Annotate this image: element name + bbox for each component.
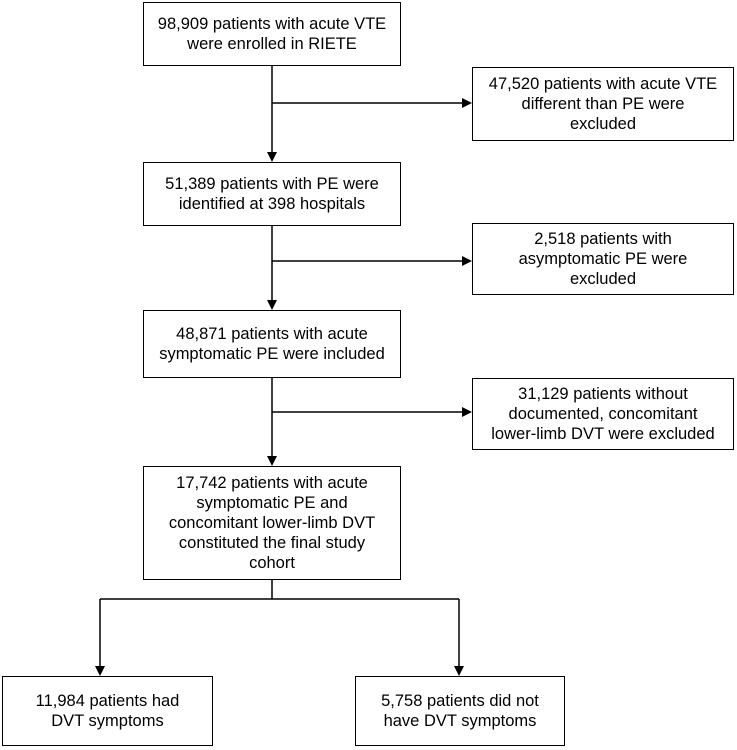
- final-cohort-box: 17,742 patients with acute symptomatic P…: [143, 466, 401, 580]
- arrowhead-dvt-symptoms: [95, 666, 105, 676]
- final-cohort-line-1: 17,742 patients with acute: [176, 474, 368, 492]
- enrolled-line-1: 98,909 patients with acute VTE: [157, 15, 387, 33]
- excluded-non-pe-line-2: different than PE were: [521, 95, 685, 113]
- final-cohort-line-2: symptomatic PE and: [196, 494, 348, 512]
- excluded-asymptomatic-line-3: excluded: [569, 270, 637, 288]
- arrowhead-exclusion-1: [462, 98, 472, 108]
- no-dvt-symptoms-line-2: have DVT symptoms: [383, 712, 537, 730]
- final-cohort-line-3: concomitant lower-limb DVT: [168, 514, 376, 532]
- excluded-no-dvt-box: 31,129 patients without documented, conc…: [472, 378, 734, 450]
- included-symptomatic-box: 48,871 patients with acute symptomatic P…: [143, 310, 401, 378]
- excluded-asymptomatic-box: 2,518 patients with asymptomatic PE were…: [472, 223, 734, 295]
- final-cohort-line-4: constituted the final study: [178, 534, 366, 552]
- dvt-symptoms-line-1: 11,984 patients had: [35, 692, 180, 710]
- excluded-asymptomatic-line-2: asymptomatic PE were: [518, 250, 688, 268]
- arrowhead-cohort: [267, 456, 277, 466]
- excluded-non-pe-line-3: excluded: [569, 115, 637, 133]
- no-dvt-symptoms-box: 5,758 patients did not have DVT symptoms: [355, 676, 565, 746]
- included-symptomatic-line-2: symptomatic PE were included: [159, 345, 385, 363]
- excluded-no-dvt-line-3: lower-limb DVT were excluded: [491, 425, 715, 443]
- excluded-no-dvt-line-1: 31,129 patients without: [518, 385, 688, 403]
- identified-pe-line-1: 51,389 patients with PE were: [165, 175, 379, 193]
- enrolled-line-2: were enrolled in RIETE: [187, 35, 357, 53]
- arrowhead-identified: [267, 152, 277, 162]
- excluded-no-dvt-line-2: documented, concomitant: [508, 405, 698, 423]
- final-cohort-line-5: cohort: [249, 554, 295, 572]
- dvt-symptoms-box: 11,984 patients had DVT symptoms: [2, 676, 213, 746]
- arrowhead-no-dvt-symptoms: [454, 666, 464, 676]
- excluded-non-pe-box: 47,520 patients with acute VTE different…: [472, 67, 734, 141]
- identified-pe-box: 51,389 patients with PE were identified …: [143, 162, 401, 226]
- arrowhead-exclusion-2: [462, 256, 472, 266]
- excluded-asymptomatic-line-1: 2,518 patients with: [534, 230, 672, 248]
- dvt-symptoms-line-2: DVT symptoms: [51, 712, 164, 730]
- arrowhead-included: [267, 300, 277, 310]
- no-dvt-symptoms-line-1: 5,758 patients did not: [381, 692, 539, 710]
- arrowhead-exclusion-3: [462, 407, 472, 417]
- enrolled-box: 98,909 patients with acute VTE were enro…: [143, 2, 401, 66]
- excluded-non-pe-line-1: 47,520 patients with acute VTE: [488, 75, 718, 93]
- identified-pe-line-2: identified at 398 hospitals: [178, 195, 366, 213]
- included-symptomatic-line-1: 48,871 patients with acute: [176, 325, 368, 343]
